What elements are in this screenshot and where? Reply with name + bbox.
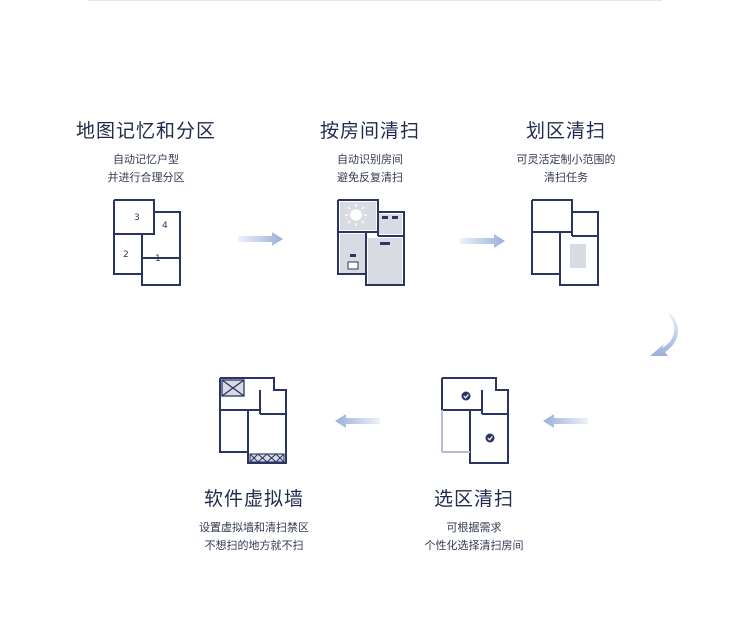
step-title: 选区清扫 xyxy=(433,488,514,510)
step-desc-line1: 设置虚拟墙和清扫禁区 xyxy=(199,521,309,534)
flow-arrow-left xyxy=(335,414,380,428)
step-description: 可灵活定制小范围的 清扫任务 xyxy=(476,151,656,187)
step-map-partition: 地图记忆和分区 自动记忆户型 并进行合理分区 xyxy=(56,116,236,187)
top-divider xyxy=(88,0,662,1)
floorplan-select-room-icon xyxy=(441,377,509,464)
step-title: 划区清扫 xyxy=(525,120,606,142)
step-title: 按房间清扫 xyxy=(319,120,420,142)
step-title: 地图记忆和分区 xyxy=(75,120,216,142)
room-label-4: 4 xyxy=(162,221,168,231)
step-desc-line1: 自动识别房间 xyxy=(337,153,403,166)
step-desc-line1: 可灵活定制小范围的 xyxy=(516,153,616,166)
step-desc-line1: 可根据需求 xyxy=(446,521,502,534)
step-desc-line2: 并进行合理分区 xyxy=(107,171,185,184)
room-label-1: 1 xyxy=(155,254,161,264)
floorplan-room-clean-icon xyxy=(337,199,405,286)
flow-arrow-curve-down xyxy=(650,314,678,356)
step-room-clean: 按房间清扫 自动识别房间 避免反复清扫 xyxy=(280,116,460,187)
room-label-3: 3 xyxy=(134,213,140,223)
flow-arrow-right xyxy=(238,232,283,246)
floorplan-zone-clean-icon xyxy=(531,199,599,286)
step-description: 自动识别房间 避免反复清扫 xyxy=(280,151,460,187)
step-description: 自动记忆户型 并进行合理分区 xyxy=(56,151,236,187)
step-title: 软件虚拟墙 xyxy=(203,488,304,510)
step-virtual-wall: 软件虚拟墙 设置虚拟墙和清扫禁区 不想扫的地方就不扫 xyxy=(164,484,344,555)
step-desc-line2: 清扫任务 xyxy=(544,171,588,184)
selected-zone xyxy=(570,244,586,268)
flow-arrow-right xyxy=(460,234,505,248)
room-label-2: 2 xyxy=(123,250,129,260)
floorplan-virtual-wall-icon xyxy=(219,377,287,464)
step-select-room: 选区清扫 可根据需求 个性化选择清扫房间 xyxy=(384,484,564,555)
step-description: 可根据需求 个性化选择清扫房间 xyxy=(384,519,564,555)
step-desc-line2: 避免反复清扫 xyxy=(337,171,403,184)
step-desc-line2: 不想扫的地方就不扫 xyxy=(204,539,304,552)
floorplan-partition-icon: 3 4 2 1 xyxy=(113,199,181,286)
step-desc-line2: 个性化选择清扫房间 xyxy=(424,539,524,552)
step-desc-line1: 自动记忆户型 xyxy=(113,153,179,166)
step-zone-clean: 划区清扫 可灵活定制小范围的 清扫任务 xyxy=(476,116,656,187)
step-description: 设置虚拟墙和清扫禁区 不想扫的地方就不扫 xyxy=(164,519,344,555)
flow-arrow-left xyxy=(543,414,588,428)
